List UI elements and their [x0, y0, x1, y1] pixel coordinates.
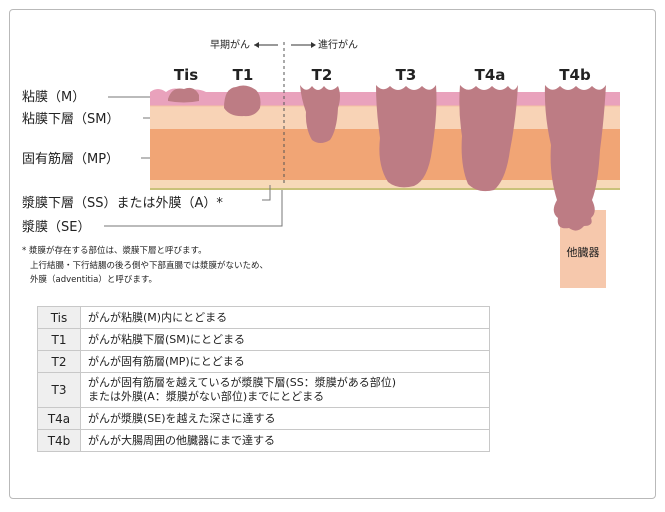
stage-description-cell: がんが固有筋層を越えているが漿膜下層(SS：漿膜がある部位) または外膜(A：漿…: [80, 372, 490, 408]
tumor-t1: [224, 85, 261, 117]
stage-description-line-2: または外膜(A：漿膜がない部位)までにとどまる: [88, 390, 325, 403]
stage-label-t2: T2: [312, 66, 333, 84]
layer-label-muscle: 固有筋層（MP）: [22, 151, 119, 167]
stage-label-t4b: T4b: [559, 66, 591, 84]
layer-label-submucosa: 粘膜下層（SM）: [22, 112, 119, 127]
note-line-3: 外膜（adventitia）と呼びます。: [30, 274, 157, 285]
stage-label-tis: Tis: [174, 66, 198, 84]
table-row: T1 がんが粘膜下層(SM)にとどまる: [37, 328, 490, 351]
early-cancer-label: 早期がん: [210, 38, 250, 51]
advanced-cancer-label: 進行がん: [318, 38, 358, 51]
advanced-arrow-head: [311, 42, 316, 48]
layer-label-mucosa: 粘膜（M）: [22, 90, 85, 105]
tumor-tis: [168, 87, 199, 103]
layer-label-subserosa: 漿膜下層（SS）または外膜（A）*: [22, 196, 223, 211]
leader-subserosa: [262, 185, 271, 201]
stage-description: がんが固有筋層(MP)にとどまる: [80, 350, 490, 373]
layer-label-serosa: 漿膜（SE）: [22, 220, 90, 235]
stage-code: T4a: [37, 407, 81, 430]
leader-serosa: [104, 190, 283, 227]
stage-code: T4b: [37, 429, 81, 452]
table-row: T2 がんが固有筋層(MP)にとどまる: [37, 350, 490, 373]
stage-description-line-1: がんが固有筋層を越えているが漿膜下層(SS：漿膜がある部位): [88, 376, 396, 389]
table-row: T4b がんが大腸周囲の他臓器にまで達する: [37, 429, 490, 452]
tumor-t2: [300, 85, 340, 143]
tumor-t4b: [544, 85, 606, 231]
note-line-2: 上行結腸・下行結腸の後ろ側や下部直腸では漿膜がないため、: [30, 260, 268, 271]
table-row: T4a がんが漿膜(SE)を越えた深さに達する: [37, 407, 490, 430]
table-row: T3 がんが固有筋層を越えているが漿膜下層(SS：漿膜がある部位) または外膜(…: [37, 372, 490, 408]
stage-description: がんが大腸周囲の他臓器にまで達する: [80, 429, 490, 452]
tumor-t4a: [459, 85, 518, 192]
stage-description: がんが粘膜下層(SM)にとどまる: [80, 328, 490, 351]
stage-code: T2: [37, 350, 81, 373]
early-arrow-head: [254, 42, 259, 48]
stage-description: がんが漿膜(SE)を越えた深さに達する: [80, 407, 490, 430]
t-stage-table: Tis がんが粘膜(M)内にとどまる T1 がんが粘膜下層(SM)にとどまる T…: [37, 306, 490, 452]
stage-code: T1: [37, 328, 81, 351]
tumor-depth-diagram: 他臓器 早期がん 進行がん Tis T1 T2 T3 T4a T4b 粘膜（M）…: [22, 38, 620, 288]
other-organ-label: 他臓器: [567, 246, 600, 259]
layer-subserosa: [150, 180, 620, 189]
stage-label-t3: T3: [396, 66, 417, 84]
table-row: Tis がんが粘膜(M)内にとどまる: [37, 306, 490, 329]
stage-label-t4a: T4a: [475, 66, 506, 84]
note-line-1: * 漿膜が存在する部位は、漿膜下層と呼びます。: [22, 245, 207, 256]
stage-label-t1: T1: [233, 66, 254, 84]
tumor-t3: [376, 85, 437, 188]
stage-code: Tis: [37, 306, 81, 329]
stage-description: がんが粘膜(M)内にとどまる: [80, 306, 490, 329]
stage-code: T3: [37, 372, 81, 408]
